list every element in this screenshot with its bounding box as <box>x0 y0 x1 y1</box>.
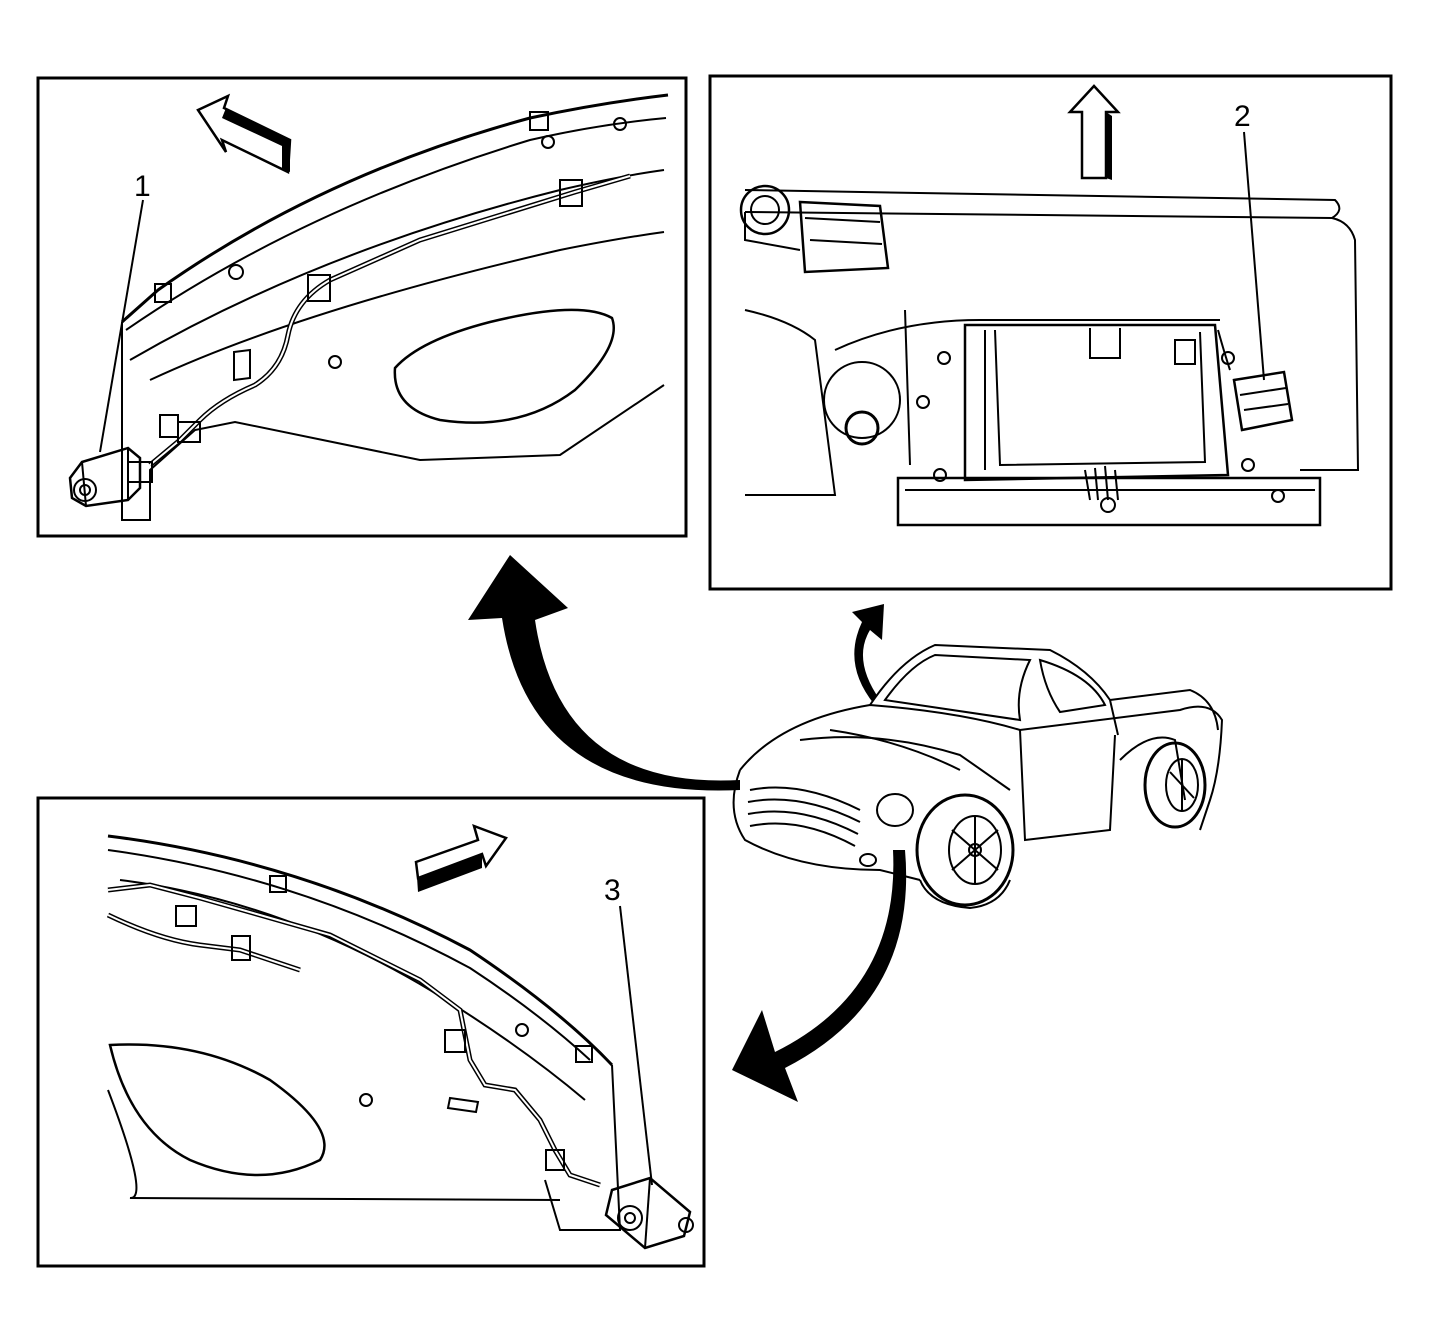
up-direction-arrow <box>1067 84 1121 180</box>
pointer-arrows <box>468 555 907 1102</box>
vehicle-illustration <box>732 643 1224 910</box>
arrow-to-panel-top-right <box>852 604 884 704</box>
callout-2: 2 <box>1234 100 1251 133</box>
callout-3: 3 <box>604 874 621 907</box>
panel-top-right: 2 <box>708 74 1393 591</box>
front-direction-arrow-right <box>414 823 508 892</box>
front-direction-arrow <box>196 93 292 174</box>
arrow-to-panel-top-left <box>468 555 740 791</box>
arrow-to-panel-bottom-left <box>732 850 907 1102</box>
panel-top-left: 1 <box>36 76 688 538</box>
callout-1: 1 <box>134 170 151 203</box>
panel-bottom-left: 3 <box>36 796 706 1268</box>
